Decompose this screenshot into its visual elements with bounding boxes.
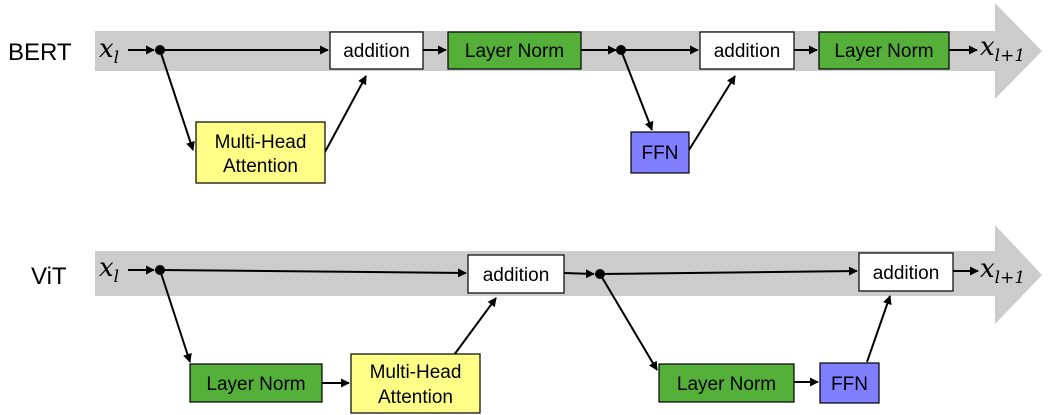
vit-addition-1-label: addition xyxy=(483,265,550,286)
bert-addition-1-label: addition xyxy=(343,41,410,62)
vit-arrow-to-layer-norm-2 xyxy=(599,273,658,371)
bert-ffn-label: FFN xyxy=(642,143,679,164)
vit-addition-1: addition xyxy=(467,254,565,294)
bert-layer-norm-2-label: Layer Norm xyxy=(834,41,933,62)
bert-attention-line2: Attention xyxy=(223,156,298,177)
vit-junction-2 xyxy=(595,269,605,279)
bert-attention-line1: Multi-Head xyxy=(215,132,307,153)
vit-ffn-label: FFN xyxy=(831,374,868,395)
bert-multi-head-attention: Multi-Head Attention xyxy=(195,121,326,184)
vit-multi-head-attention: Multi-Head Attention xyxy=(350,353,481,414)
vit-attention-line2: Attention xyxy=(378,387,453,408)
bert-layer-norm-1-label: Layer Norm xyxy=(465,41,564,62)
bert-output-x: xl+1 xyxy=(980,32,1025,66)
vit-layer-norm-2: Layer Norm xyxy=(658,363,795,403)
vit-arrow-to-addition-2 xyxy=(599,266,858,276)
bert-arrow-ffn-to-addition xyxy=(688,75,736,151)
vit-arrow-addition-out xyxy=(563,269,595,279)
bert-block: BERT xl addition Layer Norm Multi-He xyxy=(8,3,1042,184)
vit-residual-stream xyxy=(95,225,1042,324)
bert-layer-norm-2: Layer Norm xyxy=(818,31,950,70)
bert-input-x: xl xyxy=(99,34,119,68)
bert-ffn: FFN xyxy=(630,131,690,174)
bert-junction-1 xyxy=(155,45,165,55)
vit-arrow-to-layer-norm xyxy=(159,269,192,363)
vit-input-x: xl xyxy=(99,253,119,287)
vit-attention-line1: Multi-Head xyxy=(370,362,462,383)
vit-junction-1 xyxy=(155,265,165,275)
vit-arrow-ffn-to-addition xyxy=(866,295,892,363)
vit-arrow-attention-to-addition xyxy=(453,297,497,356)
vit-block: ViT xl Layer Norm Multi-Head Attention xyxy=(31,225,1042,414)
bert-junction-2 xyxy=(616,45,626,55)
vit-output-x: xl+1 xyxy=(980,254,1025,288)
bert-arrow-to-ffn xyxy=(620,49,654,131)
vit-arrow-to-addition-1 xyxy=(159,268,467,278)
vit-layer-norm-1-label: Layer Norm xyxy=(206,374,305,395)
vit-row-label: ViT xyxy=(31,263,67,290)
bert-layer-norm-1: Layer Norm xyxy=(447,31,582,70)
bert-row-label: BERT xyxy=(8,39,72,66)
vit-addition-2: addition xyxy=(858,252,954,292)
vit-layer-norm-2-label: Layer Norm xyxy=(677,374,776,395)
bert-addition-1: addition xyxy=(329,31,424,70)
bert-addition-2-label: addition xyxy=(714,41,781,62)
vit-layer-norm-1: Layer Norm xyxy=(189,363,323,403)
bert-arrow-attention-to-addition xyxy=(324,75,367,153)
vit-ffn: FFN xyxy=(819,362,880,404)
bert-addition-2: addition xyxy=(699,31,795,70)
vit-addition-2-label: addition xyxy=(873,263,940,284)
bert-arrow-to-attention xyxy=(159,49,195,151)
